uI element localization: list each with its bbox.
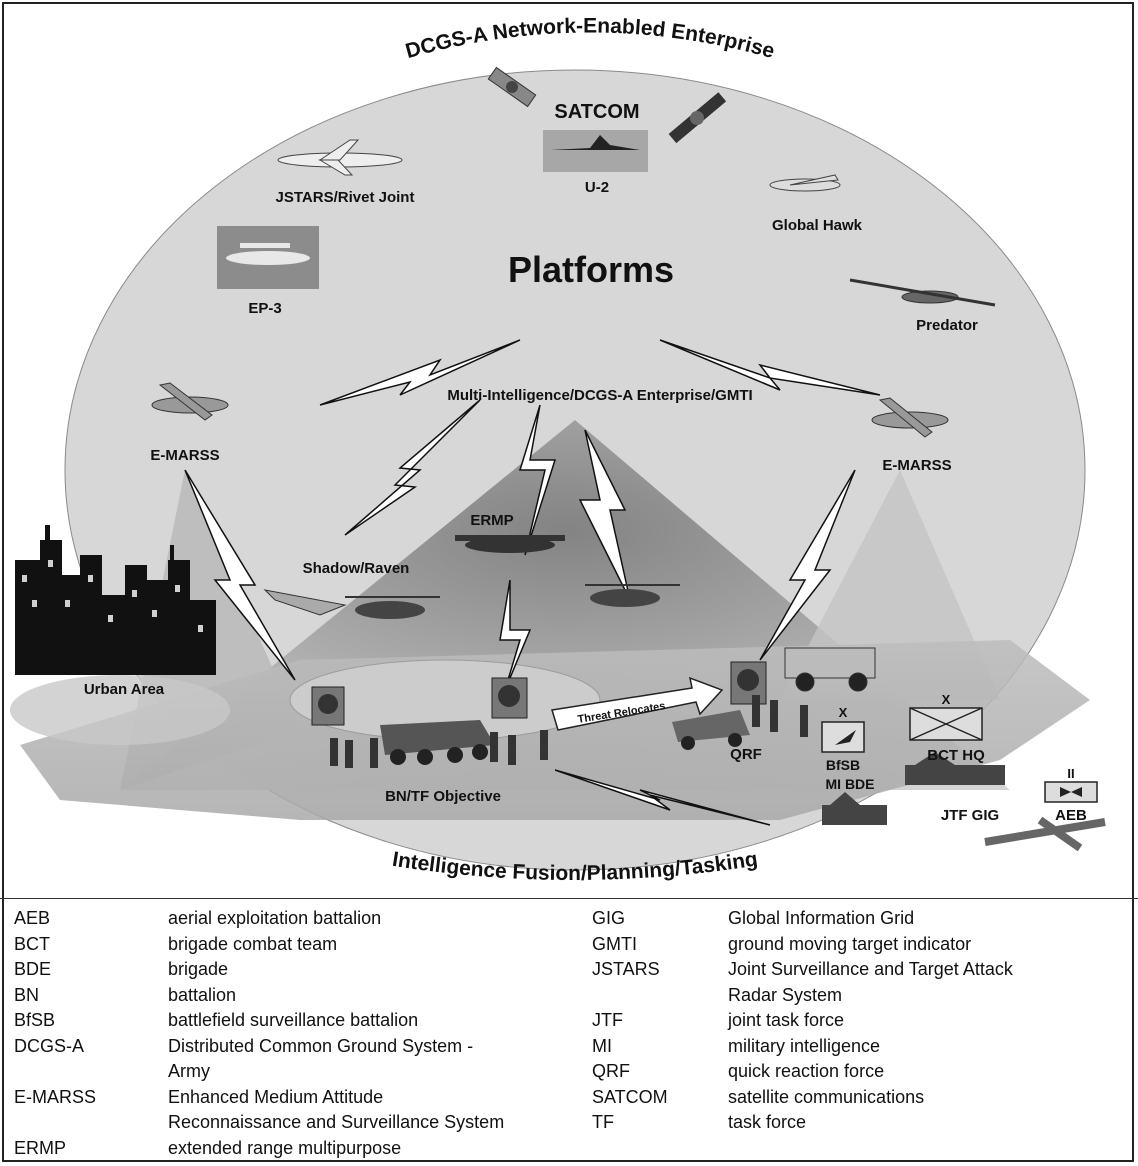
- bfsb-echelon-label: X: [839, 705, 848, 720]
- legend-definition: Distributed Common Ground System -: [168, 1035, 474, 1056]
- legend-abbr: E-MARSS: [14, 1086, 97, 1107]
- legend-abbr: GMTI: [592, 933, 637, 954]
- emarss-right-label: E-MARSS: [882, 457, 951, 474]
- legend-definition: quick reaction force: [728, 1061, 885, 1081]
- legend-definition: satellite communications: [728, 1086, 925, 1107]
- legend-abbr: BCT: [14, 933, 50, 954]
- legend-definition: battalion: [168, 984, 237, 1005]
- link-label: Multi-Intelligence/DCGS-A Enterprise/GMT…: [447, 387, 752, 404]
- ermp-uav-icon: [455, 535, 565, 553]
- legend-definition: Reconnaissance and Surveillance System: [168, 1112, 505, 1132]
- ep3-label: EP-3: [248, 300, 281, 317]
- ermp-label: ERMP: [470, 512, 513, 529]
- jtf-gig-label: JTF GIG: [941, 807, 999, 824]
- legend-abbr: GIG: [592, 908, 626, 928]
- legend-abbr: TF: [592, 1112, 614, 1132]
- objective-label: BN/TF Objective: [385, 788, 501, 805]
- platforms-label: Platforms: [508, 249, 674, 290]
- emarss-aircraft-icon: [871, 397, 949, 438]
- qrf-label: QRF: [730, 746, 762, 763]
- shadow-aircraft-icon: [263, 589, 347, 616]
- legend-definition: military intelligence: [728, 1035, 881, 1056]
- satellite-icon: [668, 92, 727, 144]
- aeb-unit-symbol: [1044, 781, 1098, 803]
- legend-abbr: JTF: [592, 1010, 623, 1030]
- u2-label: U-2: [585, 179, 609, 196]
- bct-echelon-label: X: [942, 692, 951, 707]
- threat-relocates-arrow[interactable]: [551, 676, 724, 731]
- helicopter-icon: [585, 584, 680, 607]
- legend-definition: joint task force: [728, 1010, 845, 1030]
- bct-hq-label: BCT HQ: [927, 747, 985, 764]
- hq-buildings-icon: [822, 752, 1005, 825]
- soldiers-icon: [330, 695, 808, 768]
- stryker-vehicle-icon: [380, 720, 495, 765]
- legend-definition: Radar System: [728, 984, 843, 1005]
- legend-abbr: BDE: [14, 959, 52, 979]
- legend-definition: Global Information Grid: [728, 908, 915, 928]
- bfsb-unit-symbol: [821, 721, 865, 753]
- legend-abbr: AEB: [14, 908, 51, 928]
- aeb-echelon-label: II: [1067, 766, 1074, 781]
- shadow-label: Shadow/Raven: [303, 560, 410, 577]
- bct-hq-unit-symbol: [909, 707, 983, 741]
- legend-definition: extended range multipurpose: [168, 1137, 402, 1158]
- legend-abbr: QRF: [592, 1061, 630, 1081]
- legend-definition: Enhanced Medium Attitude: [168, 1086, 384, 1107]
- target-face-photo: [730, 661, 767, 705]
- aeb-label: AEB: [1055, 807, 1087, 824]
- legend-abbr: JSTARS: [592, 959, 660, 979]
- legend-abbr: BN: [14, 984, 40, 1005]
- mrap-vehicle-icon: [784, 647, 876, 692]
- top-title: DCGS-A Network-Enabled Enterprise: [403, 14, 777, 63]
- emarss-aircraft-icon: [151, 382, 229, 421]
- mi-bde-label: MI BDE: [826, 776, 875, 792]
- urban-area-ellipse: [10, 675, 230, 745]
- satcom-label: SATCOM: [554, 101, 639, 123]
- bfsb-label: BfSB: [826, 757, 860, 773]
- legend-definition: battlefield surveillance battalion: [168, 1010, 419, 1030]
- legend-abbr: DCGS-A: [14, 1035, 85, 1056]
- legend-definition: Joint Surveillance and Target Attack: [728, 959, 1013, 979]
- predator-label: Predator: [916, 317, 978, 334]
- enterprise-diagram: DCGS-A Network-Enabled Enterprise Intell…: [10, 14, 1106, 885]
- legend-abbr: BfSB: [14, 1010, 56, 1030]
- humvee-icon: [672, 710, 750, 750]
- legend-definition: ground moving target indicator: [728, 933, 972, 954]
- emarss-left-label: E-MARSS: [150, 447, 219, 464]
- predator-icon: [849, 278, 996, 307]
- city-windows: [22, 560, 203, 632]
- ground-plane: [20, 640, 1090, 820]
- helicopter-icon: [345, 596, 440, 619]
- target-face-photo: [491, 677, 528, 719]
- jstars-aircraft-icon: [277, 139, 403, 176]
- legend-definition: Army: [168, 1061, 210, 1081]
- city-skyline-icon: [15, 525, 216, 675]
- urban-area-label: Urban Area: [84, 681, 165, 698]
- legend-abbr: ERMP: [14, 1137, 67, 1158]
- legend-definition: brigade combat team: [168, 933, 338, 954]
- airfield-icon: [984, 816, 1106, 852]
- global-hawk-label: Global Hawk: [772, 217, 863, 234]
- u2-photo: [543, 130, 648, 172]
- global-hawk-icon: [769, 174, 841, 192]
- legend-abbr: MI: [592, 1035, 612, 1056]
- legend-definition: task force: [728, 1112, 807, 1132]
- target-face-photo: [311, 686, 345, 726]
- ep3-aircraft-icon: [226, 243, 310, 265]
- legend-abbr: SATCOM: [592, 1086, 668, 1107]
- legend-definition: aerial exploitation battalion: [168, 908, 382, 928]
- satellite-icon: [487, 66, 537, 108]
- legend-definition: brigade: [168, 959, 229, 979]
- jstars-label: JSTARS/Rivet Joint: [276, 189, 415, 206]
- u2-aircraft-icon: [550, 135, 640, 150]
